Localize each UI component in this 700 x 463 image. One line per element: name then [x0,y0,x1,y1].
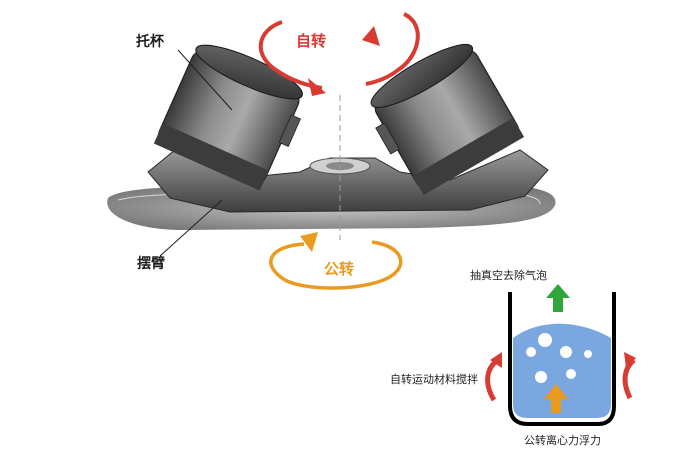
revolution-label: 公转 [324,260,355,278]
container-diagram [508,292,616,426]
rotation-label: 自转 [296,32,327,50]
swing-arm-leader [159,199,223,257]
vacuum-arrow-icon [546,284,570,312]
buoyancy-label: 公转离心力浮力 [524,434,601,447]
cup-holder-label: 托杯 [136,34,164,50]
vacuum-label: 抽真空去除气泡 [470,269,547,282]
stir-arrow-left-icon [485,352,502,402]
left-cup-holder [153,44,303,191]
rotation-arrow-right-icon [362,12,420,86]
stir-arrow-right-icon [622,352,636,400]
swing-arm-label: 摆臂 [137,256,165,272]
stirring-label: 自转运动材料搅拌 [390,373,478,386]
rotation-arrow-left-icon [258,20,326,96]
cup-holder-leader [177,49,233,111]
revolution-arrow-icon [269,232,403,290]
buoyancy-arrow-icon [544,384,568,413]
right-cup-holder [370,43,525,195]
